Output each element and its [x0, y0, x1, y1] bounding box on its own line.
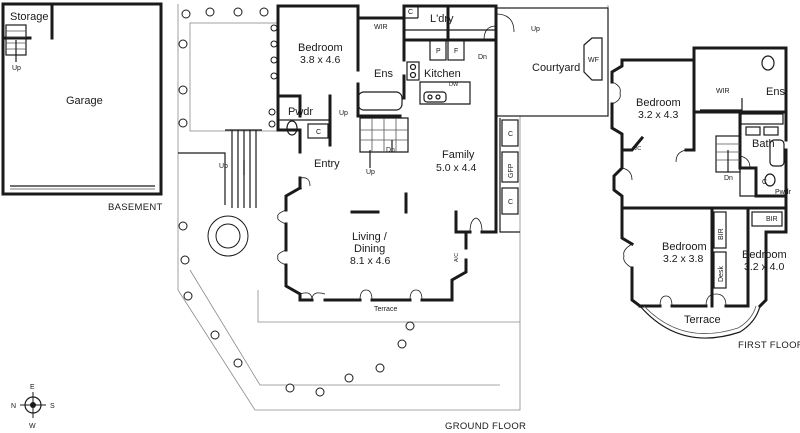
terrace-first-label: Terrace	[684, 314, 721, 326]
compass-north: N	[11, 403, 16, 410]
stair-up-ground-4: Up	[366, 169, 375, 176]
terrace-ground-label: Terrace	[374, 306, 397, 313]
powder-ground-label: Pwdr	[288, 106, 313, 118]
bir-first-2-label: BIR	[718, 228, 725, 240]
stair-down-ground-2: Dn	[478, 54, 487, 61]
bedroom-first-2-size: 3.2 x 3.8	[663, 253, 703, 265]
fridge-label: F	[454, 48, 458, 55]
basement-heading: BASEMENT	[108, 202, 163, 213]
living-size: 8.1 x 4.6	[350, 255, 390, 267]
stair-down-first: Dn	[724, 175, 733, 182]
bedroom-ground-size: 3.8 x 4.6	[300, 54, 340, 66]
air-con-ground-label: A/C	[454, 253, 460, 262]
bedroom-ground-label: Bedroom	[298, 42, 343, 54]
cupboard-first-label: C	[762, 179, 767, 186]
stair-down-ground-1: Dn	[386, 147, 395, 154]
ensuite-ground-label: Ens	[374, 68, 393, 80]
cupboard-family-1-label: C	[508, 131, 513, 138]
bedroom-first-1-label: Bedroom	[636, 97, 681, 109]
compass-rose: E N S W	[11, 384, 55, 430]
garage-label: Garage	[66, 95, 103, 107]
bedroom-first-3-label: Bedroom	[742, 249, 787, 261]
family-label: Family	[442, 149, 475, 161]
ensuite-first-label: Ens	[766, 86, 785, 98]
wir-first-label: WIR	[716, 88, 730, 95]
compass-south: S	[50, 403, 55, 410]
stair-up-ground-2: Up	[339, 110, 348, 117]
cupboard-laundry-label: C	[408, 9, 413, 16]
cupboard-powder-label: C	[316, 129, 321, 136]
powder-first-label: Pwdr	[775, 189, 792, 196]
bedroom-first-1-size: 3.2 x 4.3	[638, 109, 678, 121]
compass-east: E	[30, 384, 35, 391]
bath-label: Bath	[752, 138, 775, 150]
storage-label: Storage	[10, 11, 49, 23]
pantry-label: P	[436, 48, 441, 55]
desk-label: Desk	[718, 266, 725, 282]
ground-floor-plan: Bedroom 3.8 x 4.6 WIR C L'dry Ens P F Ki…	[177, 4, 609, 432]
family-size: 5.0 x 4.4	[436, 162, 476, 174]
bir-first-1-label: BIR	[766, 216, 778, 223]
basement-stair	[5, 24, 27, 62]
cupboard-family-2-label: C	[508, 199, 513, 206]
stair-up-ground-1: Up	[219, 163, 228, 170]
stair-up-ground-3: Up	[531, 26, 540, 33]
basement-plan: Storage Garage Up BASEMENT	[1, 2, 163, 213]
first-floor-stair	[715, 135, 741, 173]
stair-up-label: Up	[12, 65, 21, 72]
first-floor-plan: Bedroom 3.2 x 4.3 WIR Ens A/C Bath C Pwd…	[610, 46, 800, 351]
entry-label: Entry	[314, 158, 340, 170]
living-label: Living /	[352, 231, 388, 243]
entry-steps	[225, 129, 262, 208]
laundry-label: L'dry	[430, 13, 454, 25]
ground-floor-heading: GROUND FLOOR	[445, 421, 526, 432]
internal-stair	[359, 117, 409, 168]
courtyard-label: Courtyard	[532, 62, 580, 74]
compass-west: W	[29, 423, 36, 430]
wir-ground-label: WIR	[374, 24, 388, 31]
kitchen-label: Kitchen	[424, 68, 461, 80]
first-floor-heading: FIRST FLOOR	[738, 340, 800, 351]
garden-shrubs	[178, 7, 415, 397]
bedroom-first-2-label: Bedroom	[662, 241, 707, 253]
gas-fireplace-label: GFP	[508, 163, 515, 178]
bedroom-first-3-size: 3.2 x 4.0	[744, 261, 784, 273]
water-feature-label: WF	[588, 57, 599, 64]
dining-label: Dining	[354, 243, 385, 255]
air-con-first-label: A/C	[632, 146, 641, 152]
dishwasher-label: DW	[449, 82, 459, 88]
